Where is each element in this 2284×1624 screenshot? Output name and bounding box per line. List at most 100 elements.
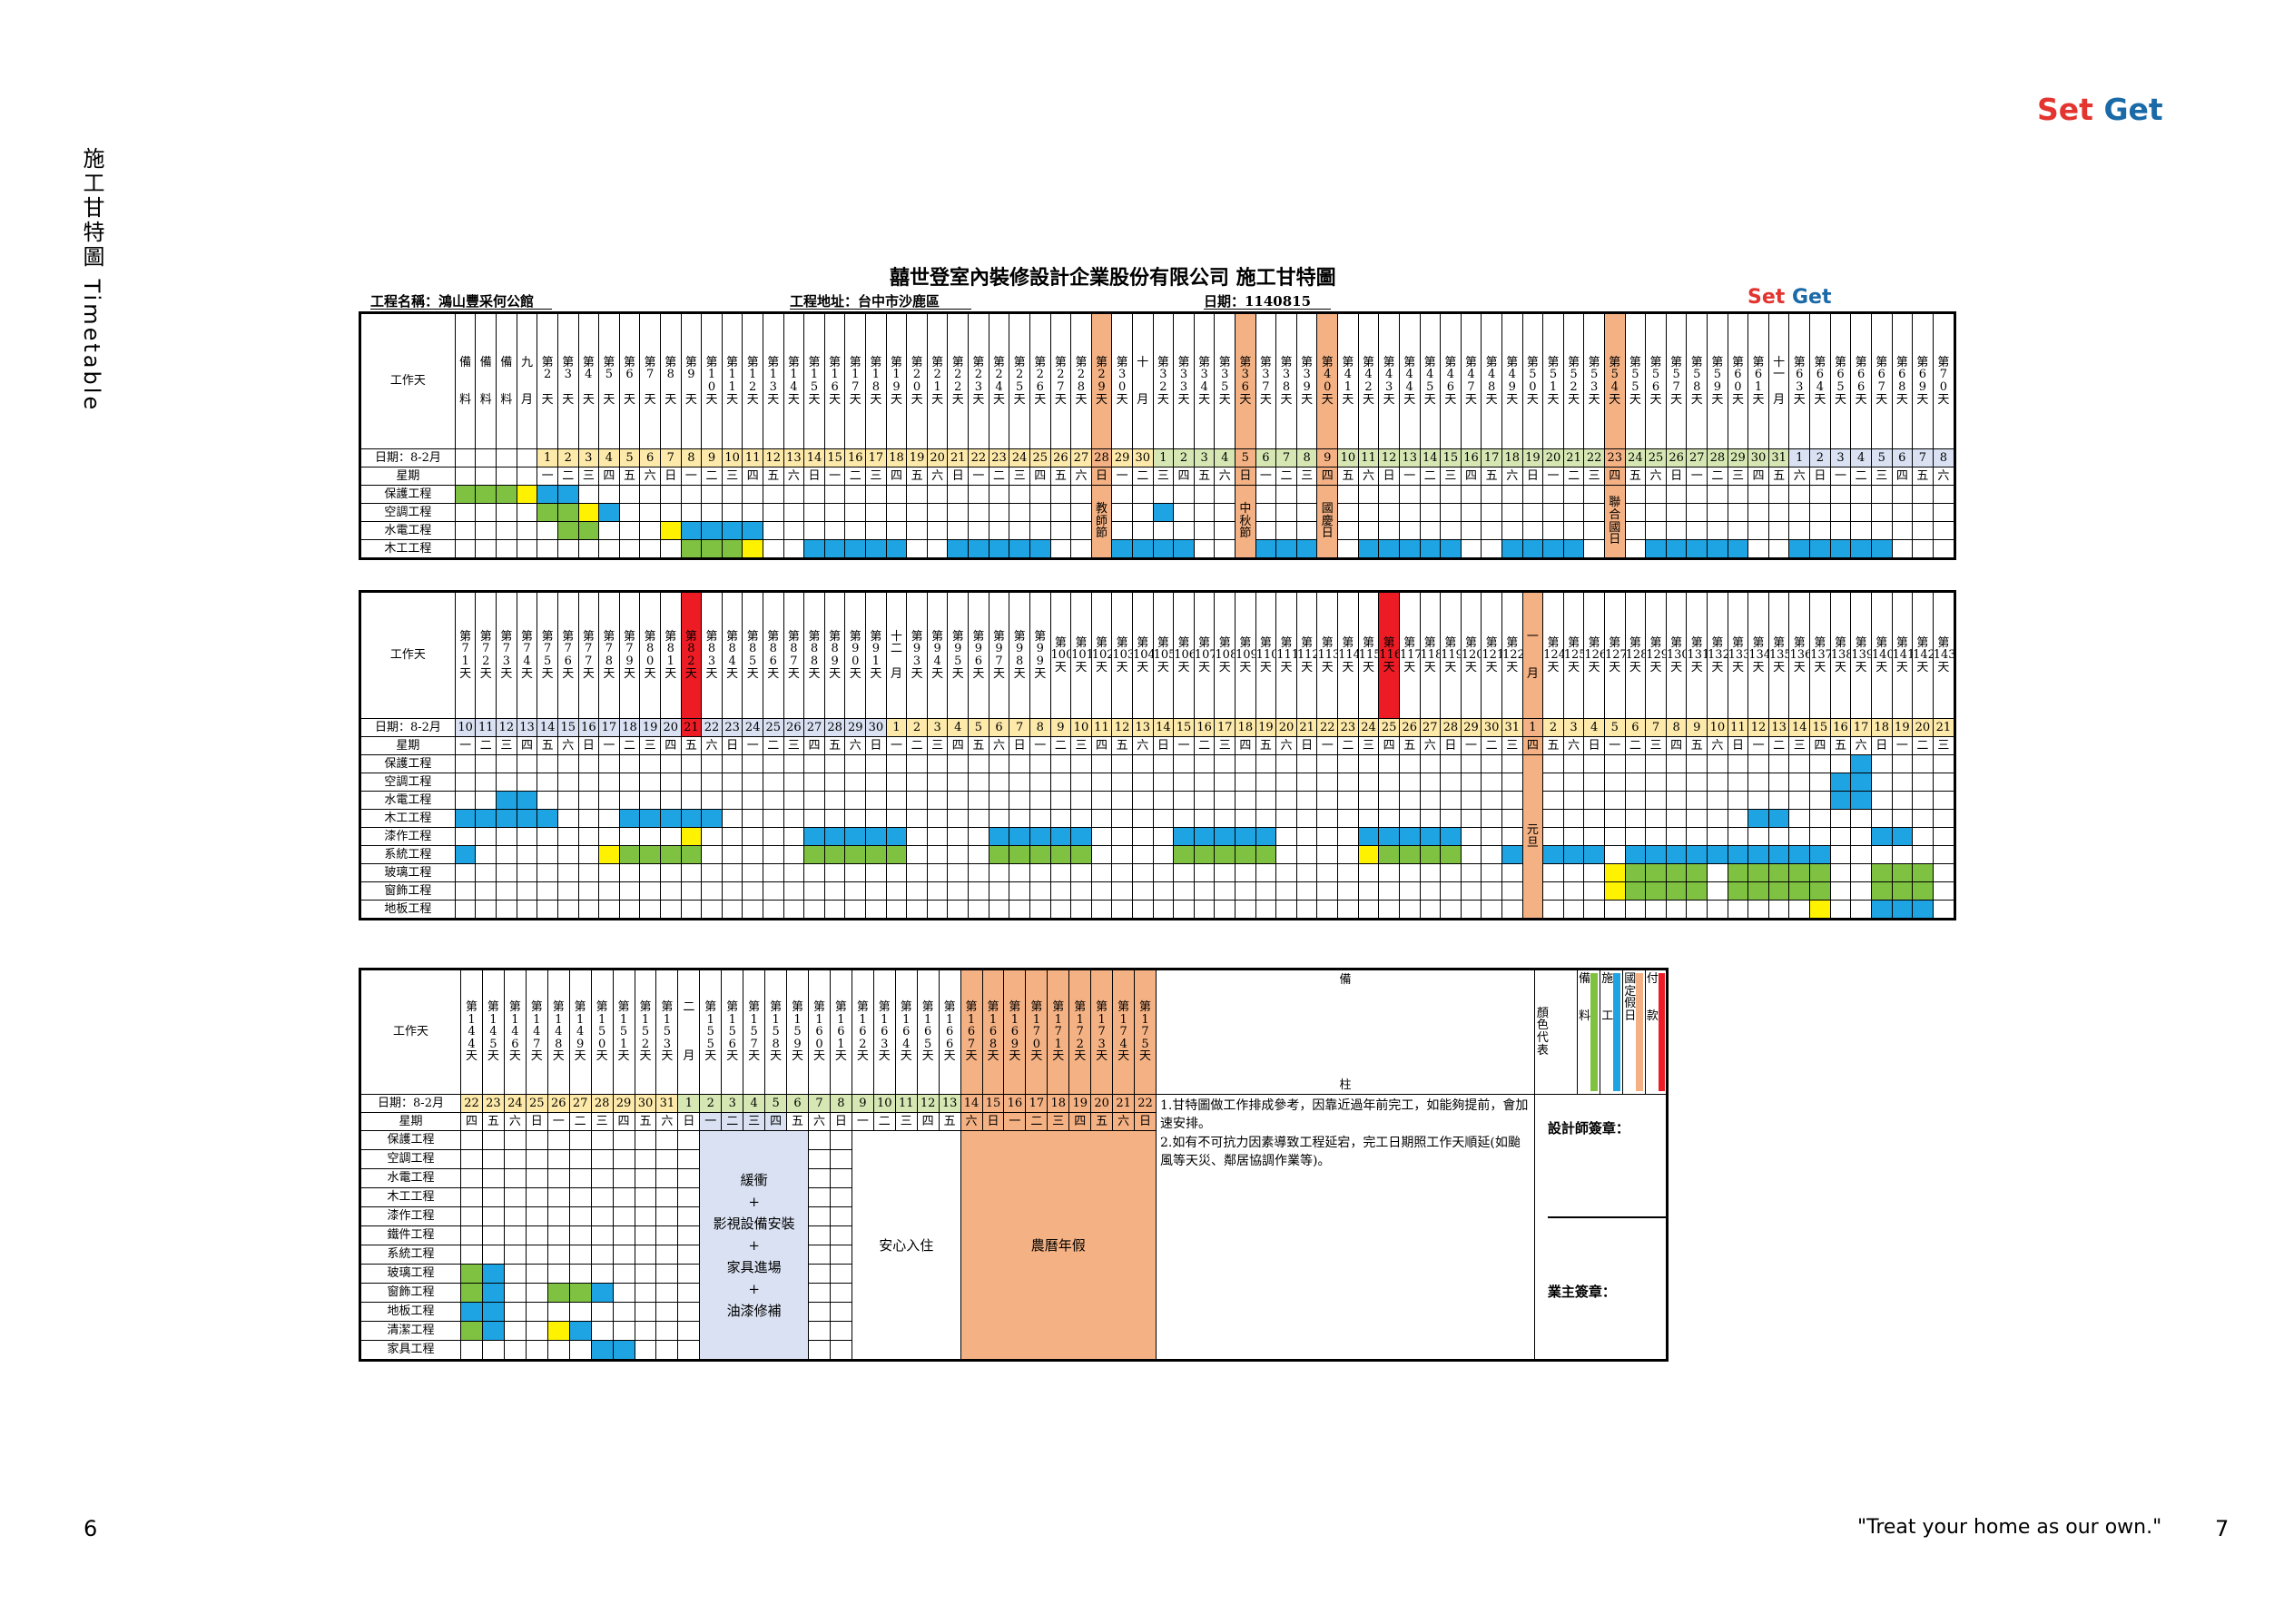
weekday-cell: 日 bbox=[1440, 736, 1462, 755]
weekday-cell: 三 bbox=[1047, 1112, 1070, 1131]
workday-cell: 第142天 bbox=[1912, 591, 1934, 719]
task-cell bbox=[1624, 827, 1647, 846]
task-cell bbox=[516, 539, 538, 559]
task-cell bbox=[1152, 791, 1175, 810]
weekday-cell: 六 bbox=[1131, 736, 1154, 755]
task-cell bbox=[1357, 521, 1380, 540]
task-cell bbox=[1624, 773, 1647, 792]
task-cell bbox=[1337, 863, 1359, 882]
task-cell bbox=[1891, 503, 1914, 522]
workday-cell: 備料 bbox=[475, 312, 497, 449]
task-cell bbox=[525, 1264, 548, 1284]
weekday-cell: 一 bbox=[680, 467, 703, 486]
task-cell bbox=[677, 1168, 701, 1188]
task-cell bbox=[1645, 900, 1667, 920]
date-cell: 26 bbox=[1049, 448, 1072, 468]
side-title: 施工甘特圖 Timetable bbox=[79, 147, 104, 413]
task-cell bbox=[1295, 863, 1318, 882]
task-cell bbox=[577, 754, 600, 773]
task-cell bbox=[1398, 881, 1421, 901]
date-cell: 25 bbox=[1645, 448, 1667, 468]
task-cell bbox=[1665, 863, 1688, 882]
task-cell bbox=[677, 1340, 701, 1361]
weekday-cell: 一 bbox=[699, 1112, 723, 1131]
task-cell bbox=[1173, 845, 1195, 864]
task-cell bbox=[1460, 485, 1482, 504]
task-cell bbox=[556, 503, 579, 522]
weekday-cell: 三 bbox=[1295, 467, 1318, 486]
task-cell bbox=[1767, 863, 1790, 882]
date-cell: 18 bbox=[618, 718, 641, 737]
task-cell bbox=[618, 503, 641, 522]
task-cell bbox=[1255, 809, 1277, 828]
task-cell bbox=[1891, 845, 1914, 864]
task-cell bbox=[1850, 881, 1872, 901]
task-cell bbox=[1460, 845, 1482, 864]
task-cell bbox=[1624, 900, 1647, 920]
task-cell bbox=[677, 1130, 701, 1150]
weekday-cell: 二 bbox=[1275, 467, 1297, 486]
weekday-cell: 四 bbox=[1068, 1112, 1092, 1131]
weekday-cell: 五 bbox=[1686, 736, 1708, 755]
task-cell bbox=[503, 1283, 527, 1303]
date-cell: 31 bbox=[1767, 448, 1790, 468]
task-cell bbox=[639, 863, 661, 882]
date-cell: 9 bbox=[701, 448, 723, 468]
task-cell bbox=[1049, 503, 1072, 522]
task-cell bbox=[556, 485, 579, 504]
weekday-cell: 日 bbox=[1009, 736, 1030, 755]
task-cell bbox=[947, 773, 970, 792]
date-cell: 10 bbox=[1707, 718, 1728, 737]
workday-cell: 備料 bbox=[496, 312, 517, 449]
task-cell bbox=[808, 1264, 831, 1284]
task-label: 玻璃工程 bbox=[359, 863, 456, 882]
task-cell bbox=[1645, 521, 1667, 540]
brand-get-small: Get bbox=[1791, 286, 1832, 309]
task-cell bbox=[1665, 503, 1688, 522]
weekday-cell bbox=[516, 467, 538, 486]
date-cell: 25 bbox=[763, 718, 784, 737]
date-cell: 11 bbox=[1727, 718, 1749, 737]
legend-cell: 備料 bbox=[1576, 969, 1600, 1095]
date-cell: 30 bbox=[865, 718, 887, 737]
task-cell bbox=[546, 1206, 570, 1226]
workday-cell: 第118天 bbox=[1419, 591, 1442, 719]
task-cell bbox=[1049, 845, 1072, 864]
task-cell bbox=[829, 1283, 852, 1303]
task-cell bbox=[1850, 485, 1872, 504]
task-cell bbox=[1316, 900, 1339, 920]
task-cell bbox=[1686, 827, 1708, 846]
task-cell bbox=[1214, 827, 1236, 846]
task-cell bbox=[823, 900, 846, 920]
task-cell bbox=[680, 773, 703, 792]
task-cell bbox=[763, 773, 784, 792]
task-cell bbox=[829, 1245, 852, 1265]
task-cell bbox=[1707, 791, 1728, 810]
workday-label: 工作天 bbox=[359, 969, 462, 1095]
task-cell bbox=[1542, 773, 1564, 792]
weekday-cell: 三 bbox=[590, 1112, 614, 1131]
task-cell bbox=[677, 1321, 701, 1341]
weekday-cell: 三 bbox=[1214, 736, 1236, 755]
weekday-cell: 一 bbox=[598, 736, 620, 755]
task-cell bbox=[475, 539, 497, 559]
task-cell bbox=[1295, 791, 1318, 810]
weekday-cell: 六 bbox=[655, 1112, 679, 1131]
date-cell: 6 bbox=[639, 448, 661, 468]
weekday-cell: 二 bbox=[1337, 736, 1359, 755]
weekday-cell: 五 bbox=[1337, 467, 1359, 486]
task-cell bbox=[1645, 503, 1667, 522]
task-cell bbox=[1131, 539, 1154, 559]
task-cell bbox=[496, 881, 517, 901]
date-cell: 22 bbox=[1316, 718, 1339, 737]
task-cell bbox=[1707, 845, 1728, 864]
task-cell bbox=[639, 827, 661, 846]
